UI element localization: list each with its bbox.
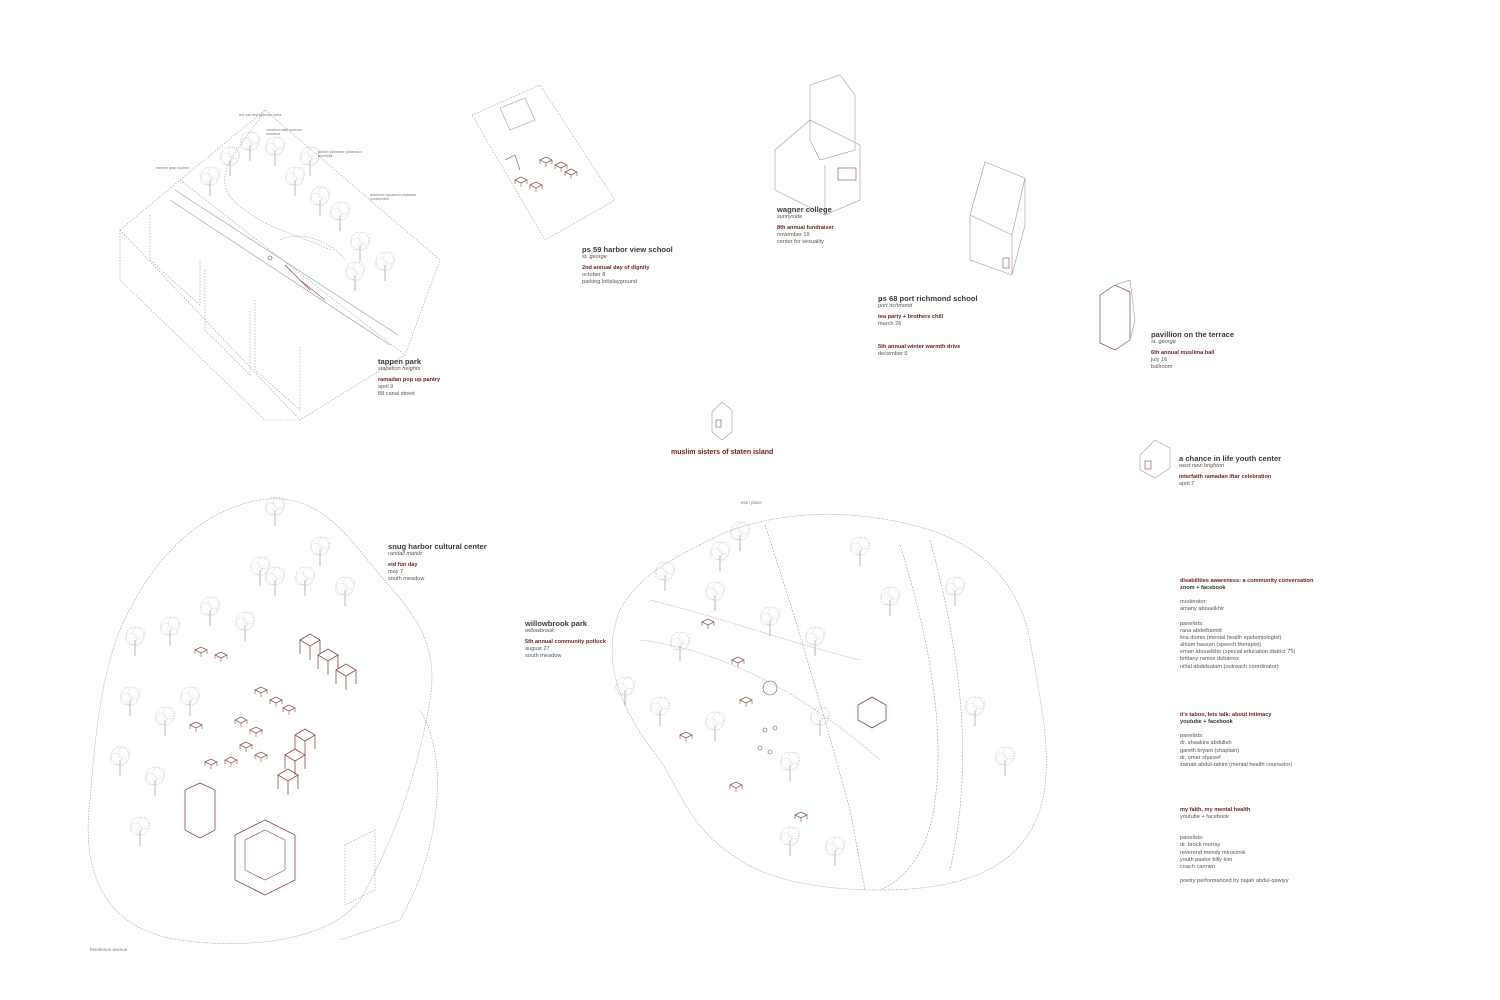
tappen-park-drawing (119, 109, 441, 421)
site-title: pavillion on the terrace (1151, 330, 1235, 339)
pavillion-label: pavillion on the terrace st. george 6th … (1151, 330, 1234, 371)
site-neighborhood: willowbrook (525, 628, 554, 635)
site-event: 8th annual fundraiser (777, 225, 834, 232)
site-event: tea party + brothers chill (878, 314, 944, 321)
pavillion-drawing (1099, 279, 1136, 351)
site-date: october 8 (582, 272, 606, 279)
site-title: wagner college (777, 205, 832, 214)
list-item: dr. shaakira abdullah (1180, 740, 1232, 747)
site-date: april 7 (1179, 481, 1195, 488)
site-neighborhood: stapelton heights (378, 366, 421, 373)
site-place: south meadow (388, 576, 425, 583)
list-item: nihal abdelsalam (outreach coordinator) (1180, 663, 1279, 670)
site-neighborhood: west new brighton (1179, 463, 1225, 470)
annotation-london-planetree: london planetree platanus x acerifolia (318, 150, 363, 159)
site-title: a chance in life youth center (1179, 454, 1282, 463)
list-item: coach carmen (1180, 863, 1216, 870)
list-item: dr. omar shareef (1180, 754, 1221, 761)
list-item: brittany ramos debarros (1180, 656, 1240, 663)
site-date: april 9 (378, 384, 394, 391)
tappen-park-label: tappen park stapelton heights ramadan po… (378, 357, 440, 398)
panel-channel: youtube + facebook (1180, 719, 1233, 726)
street-label-henderson-avenue: henderson avenue (90, 947, 128, 952)
panel-disabilities: disabilities awareness: a community conv… (1180, 578, 1313, 671)
site-title: ps 68 port richmond school (878, 294, 978, 303)
site-date: november 19 (777, 232, 810, 239)
street-label-eton-place: eton place (741, 500, 762, 505)
panelists-label: panelists: (1180, 835, 1204, 842)
site-neighborhood: sunnyside (777, 214, 803, 221)
annotation-red-oak: red oak tree quercus rubra (239, 113, 282, 117)
willowbrook-label: willowbrook park willowbrook 5th annual … (525, 619, 606, 660)
annotation-chestnut-oak: chestnut oaks quercus montana (266, 128, 302, 137)
panel-title: my faith, my mental health (1180, 807, 1251, 813)
site-title: tappen park (378, 357, 422, 366)
site-date: december 5 (878, 351, 908, 358)
ps59-label: ps 59 harbor view school st. george 2nd … (582, 245, 673, 286)
site-date: july 16 (1151, 357, 1168, 364)
site-neighborhood: randall manor (388, 551, 423, 558)
site-neighborhood: st. george (1151, 339, 1176, 346)
site-event: 5th annual winter warmth drive (878, 344, 961, 351)
site-event: 5th annual community potluck (525, 639, 606, 646)
site-date: august 27 (525, 646, 550, 653)
site-event: 6th annual muslima ball (1151, 350, 1215, 357)
site-neighborhood: port richmond (878, 303, 913, 310)
site-date: may 7 (388, 569, 404, 576)
site-event: interfaith ramadan iftar celebration (1179, 474, 1272, 481)
list-item: dr. brock murray (1180, 842, 1221, 849)
panel-footer: poetry performanced by najah abdul-qawiy… (1180, 878, 1289, 885)
ps68-label: ps 68 port richmond school port richmond… (878, 294, 978, 358)
site-neighborhood: st. george (582, 254, 607, 261)
site-event: ramadan pop up pantry (378, 377, 441, 384)
site-event: eid fun day (388, 562, 418, 569)
panelists-label: panelists: (1180, 733, 1204, 740)
center-building-drawing (711, 401, 733, 441)
ps59-drawing (471, 84, 616, 241)
site-place: center for sexuality (777, 239, 824, 246)
willowbrook-drawing (611, 514, 1047, 891)
site-place: south meadow (525, 653, 562, 660)
chance-building-drawing (1139, 439, 1171, 479)
panelists-label: panelists: (1180, 620, 1204, 627)
annotation-sycamore: american sycamore platanus occidentalis (370, 193, 416, 202)
panel-channel: zoom + facebook (1180, 585, 1226, 592)
list-item: lina domis (mental health epidemiologist… (1180, 634, 1282, 641)
panel-intimacy: it's taboo, lets talk: about intimacy yo… (1180, 712, 1292, 769)
site-date: march 26 (878, 321, 902, 328)
list-item: zainab abdul-rahim (mental health counse… (1180, 761, 1293, 768)
moderator-name: amany abouelkhir (1180, 606, 1225, 613)
snug-harbor-drawing (87, 496, 438, 944)
wagner-college-label: wagner college sunnyside 8th annual fund… (777, 205, 834, 246)
site-title: ps 59 harbor view school (582, 245, 673, 254)
panel-title: it's taboo, lets talk: about intimacy (1180, 712, 1272, 718)
site-event: 2nd annual day of dignity (582, 265, 650, 272)
annotation-squirrel: eastern gray squirrel (156, 166, 189, 170)
site-place: ballroom (1151, 364, 1173, 371)
site-place: 88 canal street (378, 391, 415, 398)
site-title: willowbrook park (525, 619, 588, 628)
list-item: eman abouelkhir (special education distr… (1180, 649, 1296, 656)
snug-harbor-label: snug harbor cultural center randall mano… (388, 542, 487, 583)
panel-title: disabilities awareness: a community conv… (1180, 578, 1314, 584)
list-item: youth pastor billy kim (1180, 856, 1233, 863)
list-item: reverend mendy mirocznik (1180, 849, 1246, 856)
wagner-college-drawing (774, 74, 861, 216)
panel-channel: youtube + facebook (1180, 814, 1229, 821)
panel-mental-health: my faith, my mental health youtube + fac… (1180, 807, 1289, 885)
list-item: rana abdelhamid (1180, 627, 1222, 634)
list-item: gareth bryant (chaplain) (1180, 747, 1240, 754)
ps68-drawing (969, 161, 1026, 276)
list-item: ahlam hassan (speech therapist) (1180, 642, 1262, 649)
site-place: parking lot/playground (582, 279, 638, 286)
moderator-label: moderator: (1180, 599, 1208, 606)
organization-title: muslim sisters of staten island (671, 449, 774, 456)
chance-center-label: a chance in life youth center west new b… (1179, 454, 1281, 488)
site-title: snug harbor cultural center (388, 542, 487, 551)
